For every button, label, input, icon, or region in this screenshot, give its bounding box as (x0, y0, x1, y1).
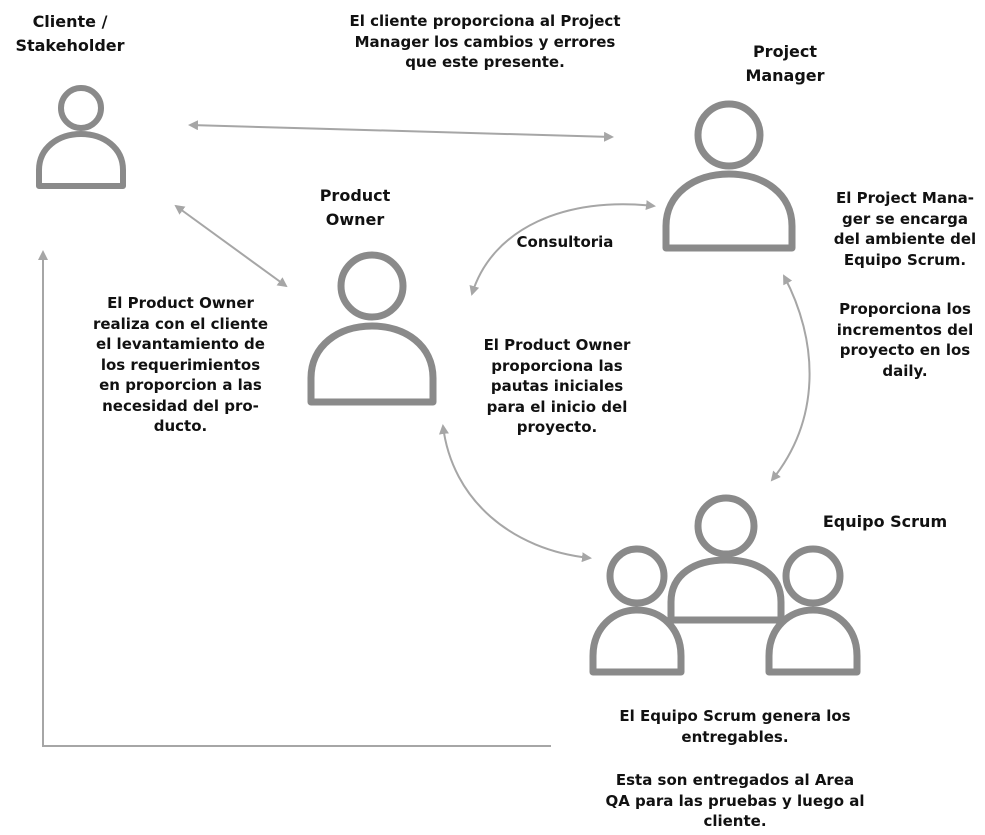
client-person-icon (36, 85, 126, 189)
pm-environment-note: El Project Mana- ger se encarga del ambi… (833, 189, 977, 269)
consultoria-edge-label: Consultoria (516, 233, 614, 251)
po-guidelines-note: El Product Owner proporciona las pautas … (483, 336, 631, 436)
pm-increments-note: Proporciona los incrementos del proyecto… (836, 300, 974, 380)
scrum-team-group-icon (589, 494, 861, 676)
arrow-po-pm-consultoria (469, 200, 656, 296)
arrow-pm-team (770, 274, 811, 482)
client-role-label: Cliente / Stakeholder (15, 12, 125, 55)
arrow-team-client (38, 250, 551, 747)
scrum-team-role-label: Equipo Scrum (822, 512, 948, 531)
team-qa-note: Esta son entregados al Area QA para las … (605, 771, 865, 830)
po-with-client-note: El Product Owner realiza con el cliente … (92, 294, 269, 435)
arrow-po-team (439, 424, 592, 563)
team-deliverables-note: El Equipo Scrum genera los entregables. (619, 707, 851, 746)
arrow-client-pm (188, 120, 614, 142)
project-manager-person-icon (662, 100, 796, 252)
arrow-client-po (174, 204, 288, 288)
product-owner-person-icon (307, 251, 437, 406)
product-owner-role-label: Product Owner (319, 186, 391, 229)
project-manager-role-label: Project Manager (745, 42, 825, 85)
client-to-pm-note: El cliente proporciona al Project Manage… (349, 12, 621, 71)
